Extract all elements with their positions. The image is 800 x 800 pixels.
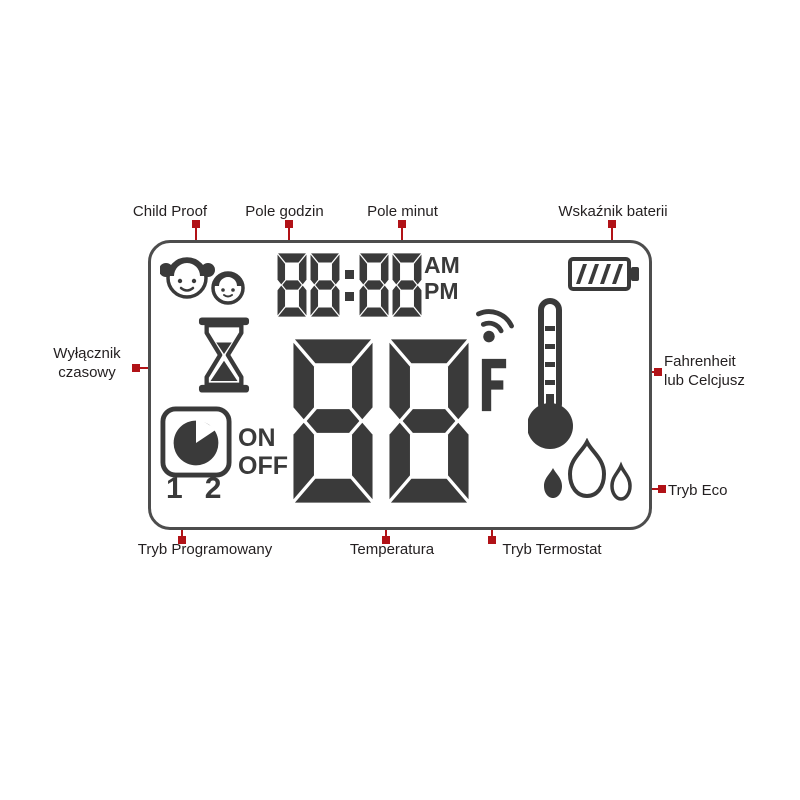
- temperature-display: [292, 336, 470, 506]
- label-temperature: Temperatura: [349, 541, 435, 558]
- connector-marker-hours: [285, 220, 293, 228]
- am-text: AM: [424, 252, 460, 278]
- clock-digit: [392, 253, 422, 317]
- battery-icon: [568, 257, 639, 291]
- label-hours-field: Pole godzin: [245, 203, 324, 220]
- clock-digit: [277, 253, 307, 317]
- connector-marker-timer-switch: [132, 364, 140, 372]
- program-slot-2: 2: [204, 472, 222, 505]
- unit-letter-F: [481, 358, 507, 412]
- connector-marker-child-proof: [192, 220, 200, 228]
- pm-text: PM: [424, 278, 459, 304]
- connector-marker-unit: [654, 368, 662, 376]
- off-text: OFF: [238, 452, 288, 480]
- onoff-indicator: ON OFF: [238, 424, 288, 480]
- label-thermostat-mode: Tryb Termostat: [502, 541, 602, 558]
- connector-marker-temperature: [382, 536, 390, 544]
- clock-digit: [310, 253, 340, 317]
- hourglass-icon: [198, 317, 250, 393]
- connector-marker-eco: [658, 485, 666, 493]
- children-faces-icon: [160, 257, 245, 305]
- program-slot-numbers: 1 2: [166, 472, 221, 506]
- label-timer-switch: Wyłącznik czasowy: [53, 345, 121, 381]
- clock-colon: [343, 252, 356, 318]
- clock-display: [277, 252, 422, 318]
- signal-icon: [476, 309, 514, 343]
- label-child-proof: Child Proof: [132, 203, 208, 220]
- label-minutes-field: Pole minut: [367, 203, 438, 220]
- label-battery-indicator: Wskaźnik baterii: [558, 203, 668, 220]
- connector-marker-program: [178, 536, 186, 544]
- clock-digit: [359, 253, 389, 317]
- thermometer-icon: [528, 298, 573, 449]
- label-eco-mode: Tryb Eco: [668, 482, 728, 499]
- connector-marker-thermostat: [488, 536, 496, 544]
- flames-icon: [544, 438, 632, 501]
- label-program-mode: Tryb Programowany: [137, 541, 273, 558]
- label-unit: Fahrenheit lub Celcjusz: [664, 353, 745, 389]
- connector-marker-minutes: [398, 220, 406, 228]
- temperature-digit: [389, 339, 469, 503]
- program-slot-1: 1: [166, 472, 183, 505]
- connector-marker-battery: [608, 220, 616, 228]
- clock-timer-icon: [160, 406, 232, 478]
- temperature-digit: [293, 339, 373, 503]
- on-text: ON: [238, 424, 276, 452]
- meridiem-indicator: AM PM: [424, 252, 460, 304]
